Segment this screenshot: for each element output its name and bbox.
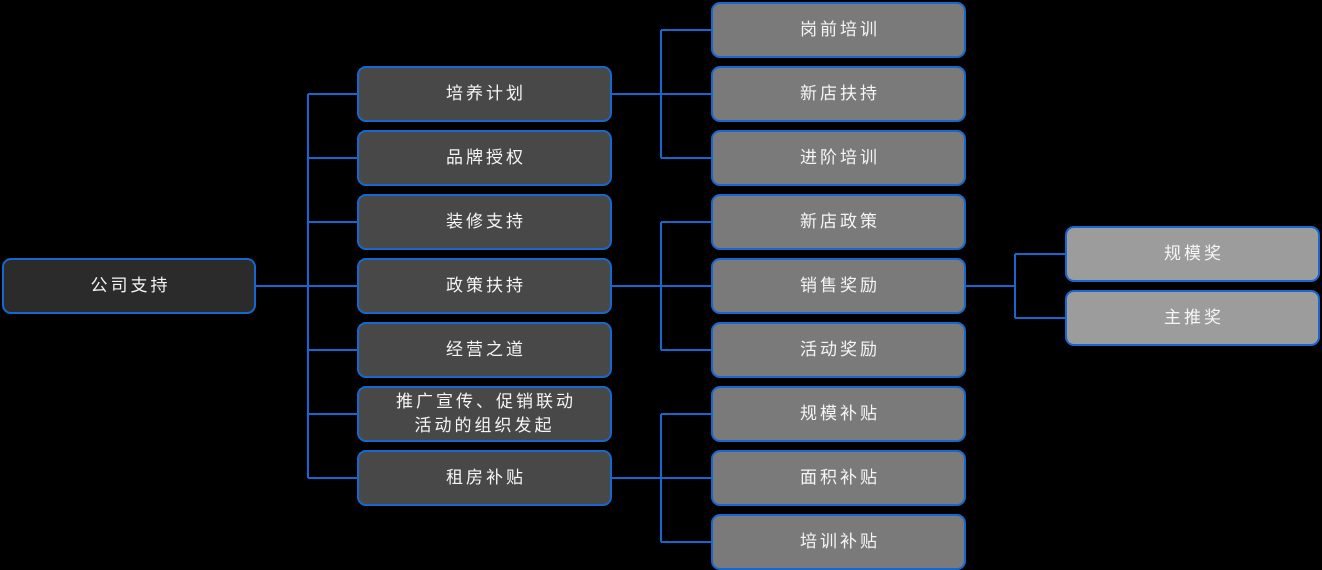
node-decoration-support[interactable]: 装修支持 (357, 194, 612, 250)
node-policy-support[interactable]: 政策扶持 (357, 258, 612, 314)
node-new-store-policy[interactable]: 新店政策 (711, 194, 966, 250)
node-advanced-training[interactable]: 进阶培训 (711, 130, 966, 186)
connector-rent-subsidy-branch (612, 413, 711, 543)
connector-policy-support-branch (612, 221, 711, 351)
node-rent-subsidy[interactable]: 租房补贴 (357, 450, 612, 506)
node-promotion-organization[interactable]: 推广宣传、促销联动 活动的组织发起 (357, 386, 612, 442)
node-brand-authorization[interactable]: 品牌授权 (357, 130, 612, 186)
connector-root-branch (256, 93, 357, 479)
node-scale-award[interactable]: 规模奖 (1065, 226, 1320, 282)
node-main-push-award[interactable]: 主推奖 (1065, 290, 1320, 346)
connector-sales-incentive-branch (966, 253, 1065, 319)
connector-training-plan-branch (612, 29, 711, 159)
node-pre-job-training[interactable]: 岗前培训 (711, 2, 966, 58)
node-activity-incentive[interactable]: 活动奖励 (711, 322, 966, 378)
node-company-support[interactable]: 公司支持 (2, 258, 256, 314)
node-training-subsidy[interactable]: 培训补贴 (711, 514, 966, 570)
node-area-subsidy[interactable]: 面积补贴 (711, 450, 966, 506)
node-new-store-support[interactable]: 新店扶持 (711, 66, 966, 122)
node-business-management[interactable]: 经营之道 (357, 322, 612, 378)
node-training-plan[interactable]: 培养计划 (357, 66, 612, 122)
node-scale-subsidy[interactable]: 规模补贴 (711, 386, 966, 442)
node-sales-incentive[interactable]: 销售奖励 (711, 258, 966, 314)
